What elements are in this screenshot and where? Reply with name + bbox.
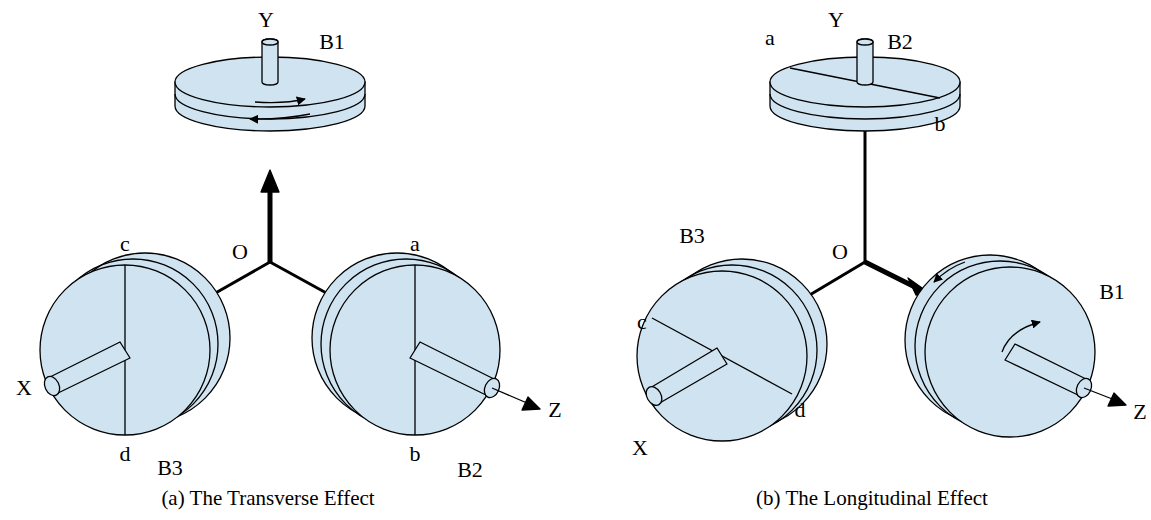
axis-label: X xyxy=(16,377,32,399)
axis-label: Y xyxy=(828,9,844,31)
part-label: B1 xyxy=(319,31,345,53)
point-label: c xyxy=(637,311,647,333)
part-label: B2 xyxy=(887,31,913,53)
part-label: B1 xyxy=(1099,281,1125,303)
point-label: d xyxy=(120,443,131,465)
part-label: B3 xyxy=(157,457,183,479)
axis-label: Z xyxy=(1133,401,1146,423)
point-label: c xyxy=(120,233,130,255)
point-label: a xyxy=(410,233,420,255)
point-label: d xyxy=(795,399,806,421)
axis-label: X xyxy=(632,437,648,459)
part-label: B2 xyxy=(457,459,483,481)
subfigure-caption: (b) The Longitudinal Effect xyxy=(756,488,988,509)
point-label: a xyxy=(765,27,775,49)
point-label: b xyxy=(935,113,946,135)
part-label: B3 xyxy=(679,225,705,247)
axis-label: Y xyxy=(258,9,274,31)
origin-label: O xyxy=(232,241,248,263)
axis-label: Z xyxy=(548,399,561,421)
origin-label: O xyxy=(832,241,848,263)
subfigure-caption: (a) The Transverse Effect xyxy=(161,488,374,509)
point-label: b xyxy=(410,443,421,465)
